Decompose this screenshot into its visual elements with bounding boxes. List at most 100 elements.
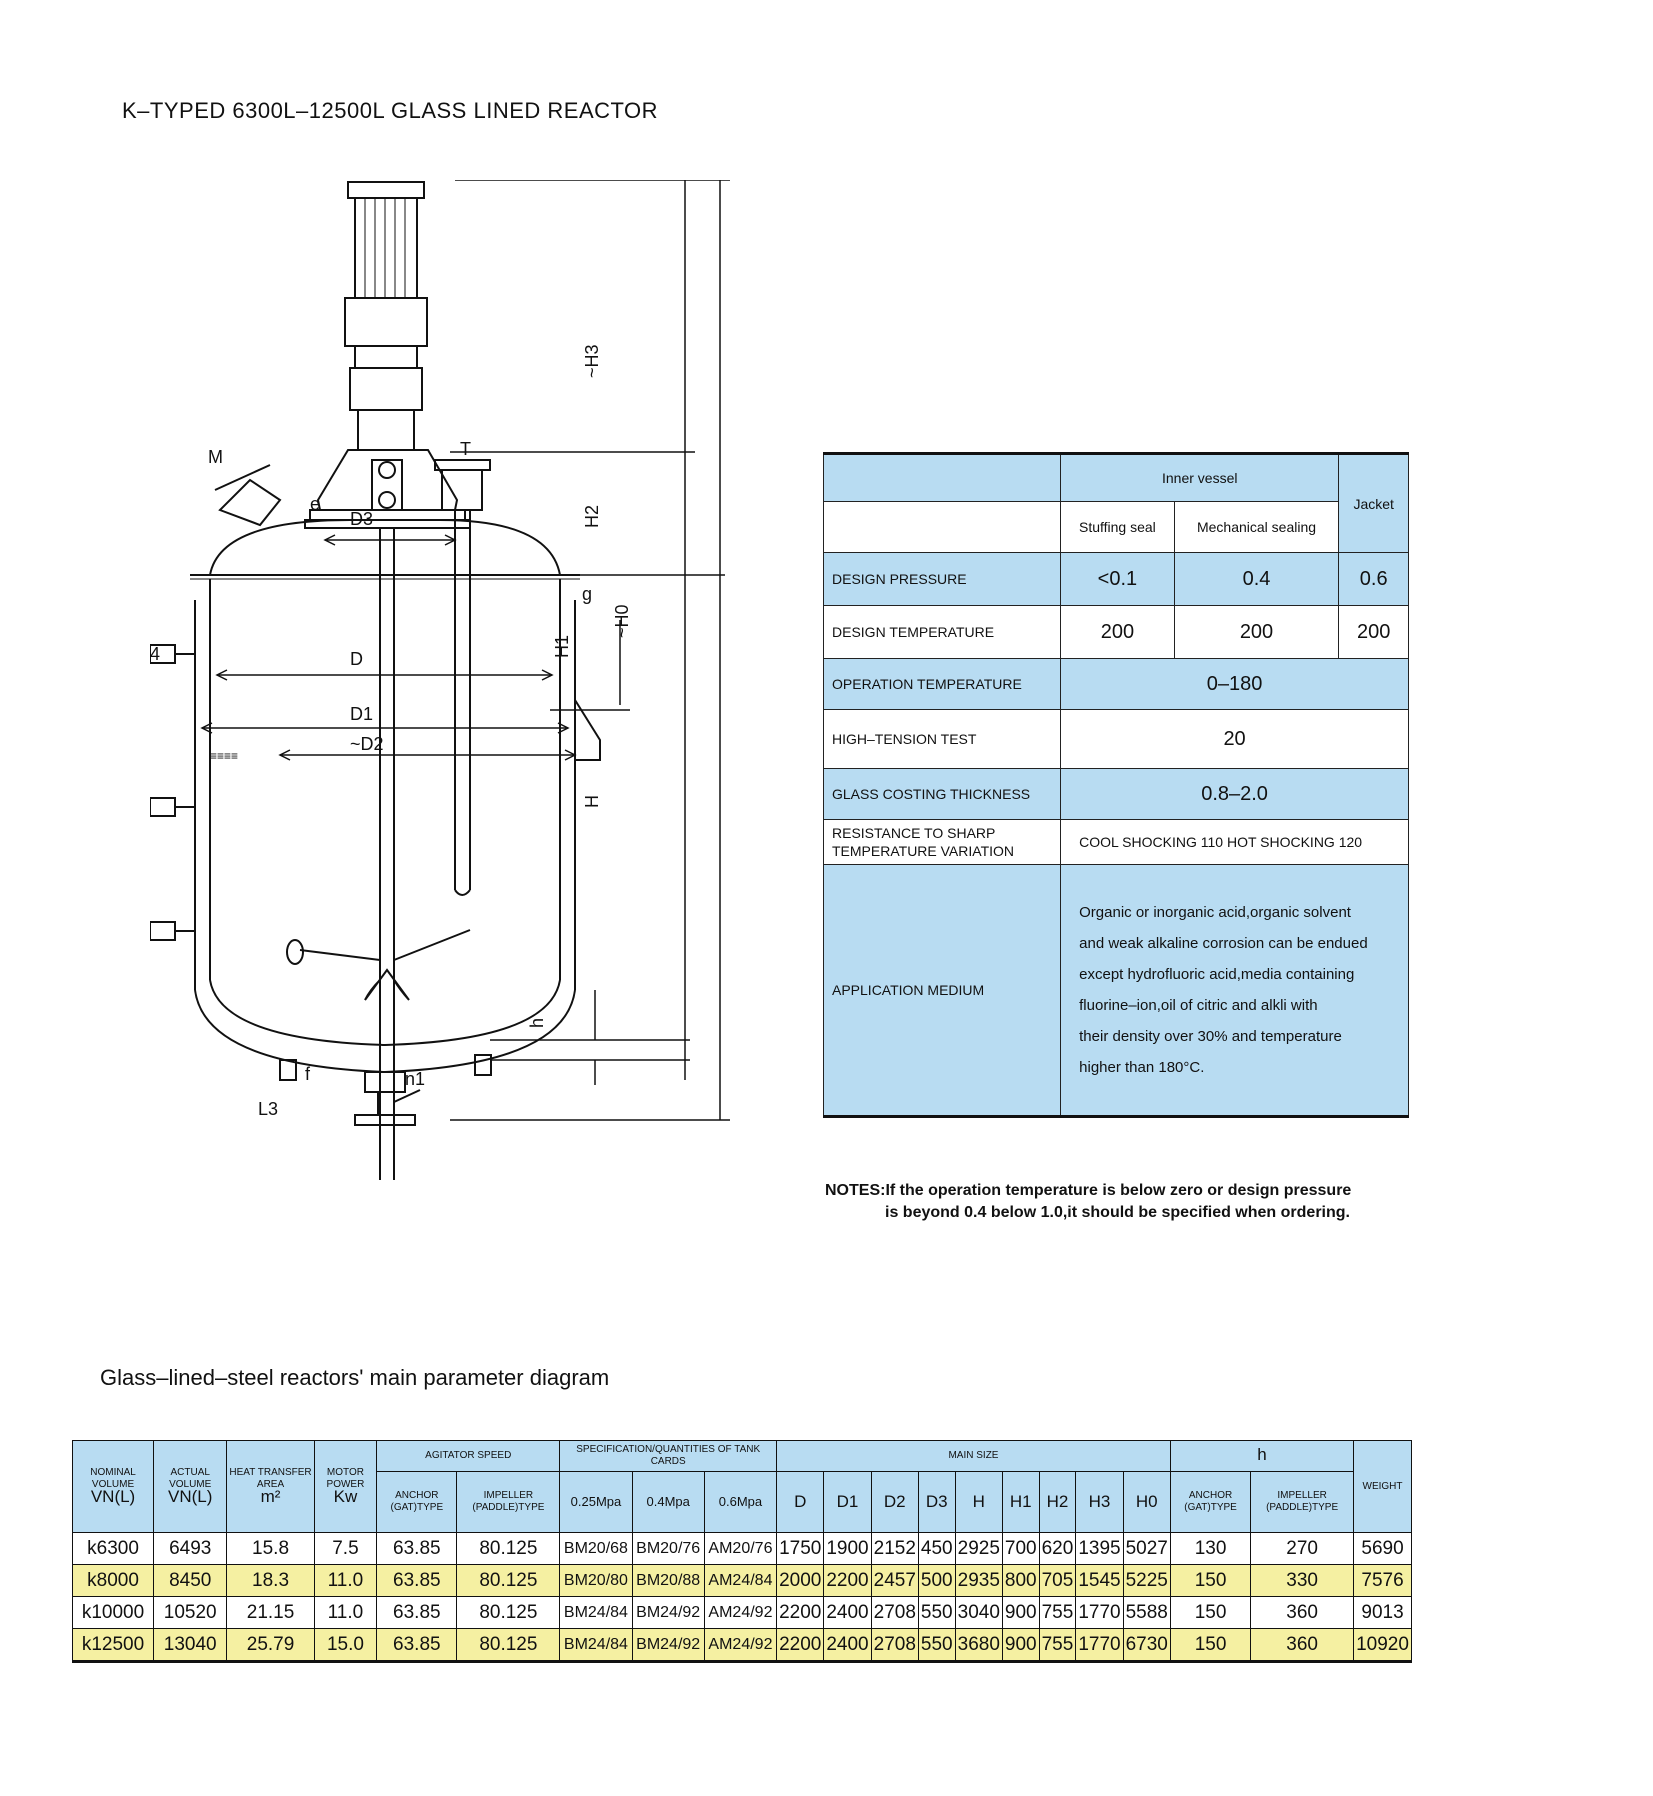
spec-cell: 20 — [1060, 709, 1409, 769]
col-h: h — [1169, 1440, 1355, 1472]
table-cell: 11.0 — [313, 1596, 378, 1629]
label-f: f — [305, 1064, 311, 1084]
notes-line-1: NOTES:If the operation temperature is be… — [825, 1182, 1352, 1199]
header-text: MOTOR POWER — [326, 1467, 365, 1490]
table-cell: 755 — [1038, 1628, 1077, 1663]
table-cell: 130 — [1169, 1532, 1252, 1565]
table-cell: 2708 — [870, 1628, 919, 1663]
table-cell: 13040 — [153, 1628, 228, 1663]
label-h1: H1 — [552, 635, 572, 658]
table-cell: 2000 — [776, 1564, 825, 1597]
table-cell: k6300 — [71, 1532, 155, 1565]
label-coil-tag: ≡≡≡≡ — [210, 749, 238, 763]
label-e: e — [310, 494, 320, 514]
medium-line: Organic or inorganic acid,organic solven… — [1079, 904, 1351, 921]
spec-cell: 0–180 — [1060, 658, 1409, 710]
col-h0: H0 — [1122, 1471, 1171, 1533]
document-title: K–TYPED 6300L–12500L GLASS LINED REACTOR — [122, 98, 659, 123]
table-cell: 450 — [917, 1532, 956, 1565]
col-p04: 0.4Mpa — [631, 1471, 705, 1533]
spec-row-label: OPERATION TEMPERATURE — [822, 658, 1062, 710]
table-cell: BM20/68 — [559, 1532, 633, 1565]
col-h-main: H — [954, 1471, 1003, 1533]
spec-row-label: HIGH–TENSION TEST — [822, 709, 1062, 769]
col-nominal-volume: NOMINAL VOLUME VN(L) — [71, 1440, 155, 1533]
reactor-drawing: M T e D3 g L1,L2,n4 D D1 ~D2 n3 n2 L3 f … — [150, 180, 730, 1180]
table-cell: 6730 — [1122, 1628, 1171, 1663]
col-agitator-impeller: IMPELLER (PADDLE)TYPE — [456, 1471, 561, 1533]
spec-header-blank-2 — [822, 501, 1062, 553]
spec-header-jacket: Jacket — [1338, 452, 1409, 553]
parameter-table: NOMINAL VOLUME VN(L) ACTUAL VOLUME VN(L)… — [71, 1440, 1412, 1663]
header-text: ACTUAL VOLUME — [169, 1467, 212, 1490]
table-cell: 2152 — [870, 1532, 919, 1565]
table-cell: 2400 — [823, 1628, 872, 1663]
table-cell: 2935 — [954, 1564, 1003, 1597]
table-cell: 900 — [1001, 1596, 1040, 1629]
table-cell: 1900 — [823, 1532, 872, 1565]
medium-line: their density over 30% and temperature — [1079, 1028, 1342, 1045]
col-actual-volume: ACTUAL VOLUME VN(L) — [153, 1440, 228, 1533]
table-cell: 500 — [917, 1564, 956, 1597]
table-cell: 900 — [1001, 1628, 1040, 1663]
table-cell: 63.85 — [376, 1596, 458, 1629]
table-cell: 150 — [1169, 1596, 1252, 1629]
spec-header-stuffing-seal: Stuffing seal — [1060, 501, 1175, 553]
table-cell: 150 — [1169, 1564, 1252, 1597]
spec-row-label: DESIGN PRESSURE — [822, 552, 1062, 606]
spec-cell: 200 — [1338, 605, 1409, 659]
table-cell: 150 — [1169, 1628, 1252, 1663]
spec-label-line: TEMPERATURE VARIATION — [832, 843, 1015, 859]
spec-row-label: RESISTANCE TO SHARP TEMPERATURE VARIATIO… — [822, 819, 1062, 865]
table-cell: BM20/76 — [631, 1532, 705, 1565]
table-cell: 7.5 — [313, 1532, 378, 1565]
label-h0: ~H0 — [612, 604, 632, 638]
table-cell: BM24/84 — [559, 1596, 633, 1629]
table-cell: 7576 — [1353, 1564, 1412, 1597]
table-cell: 10920 — [1353, 1628, 1412, 1663]
medium-line: except hydrofluoric acid,media containin… — [1079, 966, 1355, 983]
parameter-diagram-title: Glass–lined–steel reactors' main paramet… — [100, 1365, 610, 1390]
header-text: HEAT TRANSFER AREA — [229, 1467, 312, 1490]
table-cell: 3680 — [954, 1628, 1003, 1663]
spec-header-inner-vessel: Inner vessel — [1060, 452, 1340, 502]
application-medium-text: Organic or inorganic acid,organic solven… — [1060, 864, 1409, 1118]
col-d: D — [776, 1471, 825, 1533]
label-d1: D1 — [350, 704, 373, 724]
col-h1: H1 — [1001, 1471, 1040, 1533]
table-cell: 705 — [1038, 1564, 1077, 1597]
table-cell: 755 — [1038, 1596, 1077, 1629]
spec-cell: <0.1 — [1060, 552, 1175, 606]
col-agitator-anchor: ANCHOR (GAT)TYPE — [376, 1471, 458, 1533]
col-main-size: MAIN SIZE — [776, 1440, 1171, 1472]
table-cell: 1545 — [1075, 1564, 1124, 1597]
notes-line-2: is beyond 0.4 below 1.0,it should be spe… — [885, 1204, 1350, 1221]
col-h2: H2 — [1038, 1471, 1077, 1533]
label-m: M — [208, 447, 223, 467]
spec-row-label: DESIGN TEMPERATURE — [822, 605, 1062, 659]
col-motor-power: MOTOR POWER Kw — [313, 1440, 378, 1533]
label-l1l2n4: L1,L2,n4 — [150, 644, 160, 664]
table-cell: 2200 — [823, 1564, 872, 1597]
col-p025: 0.25Mpa — [559, 1471, 633, 1533]
notes: NOTES:If the operation temperature is be… — [825, 1180, 1425, 1224]
header-text: NOMINAL VOLUME — [90, 1467, 136, 1490]
table-cell: AM24/92 — [703, 1628, 778, 1663]
spec-cell: 0.4 — [1173, 552, 1340, 606]
spec-header-mechanical-sealing: Mechanical sealing — [1173, 501, 1340, 553]
gearbox — [344, 297, 428, 347]
table-cell: 80.125 — [456, 1596, 561, 1629]
table-cell: 2925 — [954, 1532, 1003, 1565]
table-cell: 5690 — [1353, 1532, 1412, 1565]
col-h-anchor: ANCHOR (GAT)TYPE — [1169, 1471, 1252, 1533]
col-weight: WEIGHT — [1353, 1440, 1412, 1533]
col-spec-tank-cards: SPECIFICATION/QUANTITIES OF TANK CARDS — [559, 1440, 778, 1472]
spec-header-blank — [822, 452, 1062, 502]
table-cell: 2400 — [823, 1596, 872, 1629]
table-cell: k10000 — [71, 1596, 155, 1629]
table-cell: 700 — [1001, 1532, 1040, 1565]
table-cell: 80.125 — [456, 1628, 561, 1663]
table-cell: 63.85 — [376, 1564, 458, 1597]
table-cell: 21.15 — [226, 1596, 315, 1629]
